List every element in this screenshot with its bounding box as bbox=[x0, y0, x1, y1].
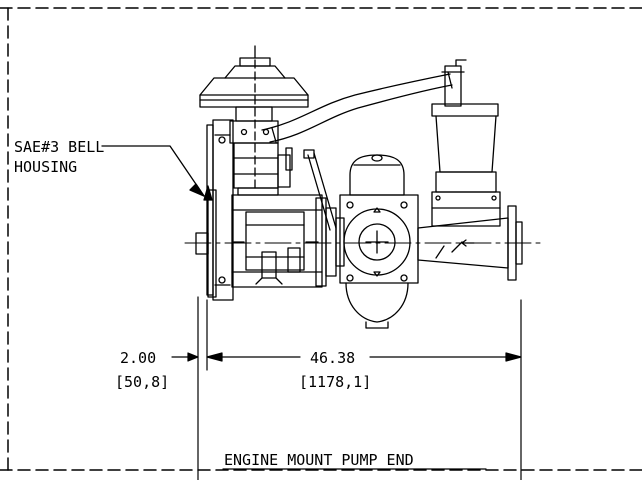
length-dimension-value: 46.38 bbox=[310, 349, 355, 367]
discharge-pipe bbox=[417, 205, 523, 281]
offset-dimension-metric: [50,8] bbox=[115, 373, 169, 391]
dimension-lines bbox=[171, 296, 522, 480]
priming-chamber bbox=[431, 59, 501, 227]
callout-label-line2: HOUSING bbox=[14, 158, 77, 176]
pump-volute bbox=[339, 154, 419, 329]
length-dimension-metric: [1178,1] bbox=[299, 373, 371, 391]
suction-hose bbox=[261, 71, 453, 143]
offset-dimension-value: 2.00 bbox=[120, 349, 156, 367]
drawing-title: ENGINE MOUNT PUMP END bbox=[224, 451, 414, 469]
dashed-border bbox=[0, 7, 642, 471]
linkage-rod bbox=[303, 149, 337, 231]
engine-body bbox=[231, 194, 323, 288]
callout-label-line1: SAE#3 BELL bbox=[14, 138, 104, 156]
bell-housing bbox=[195, 119, 234, 301]
governor-valve bbox=[199, 45, 309, 196]
callout-leader bbox=[101, 145, 205, 197]
